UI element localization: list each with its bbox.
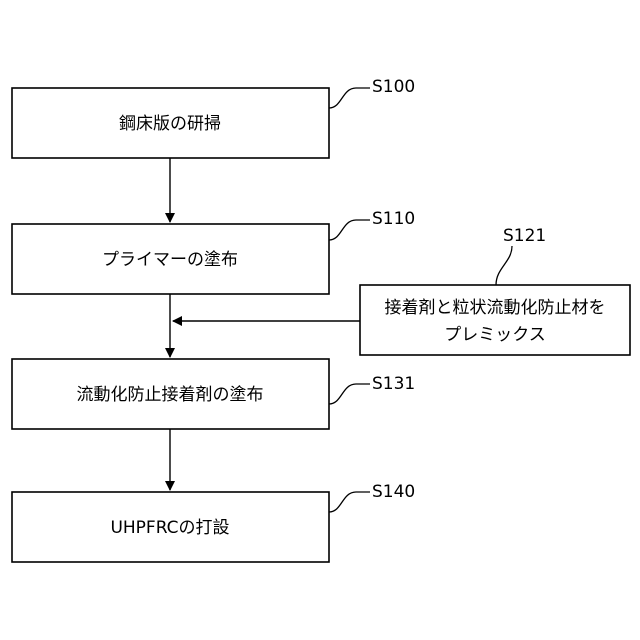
step-s100-text: 鋼床版の研掃	[119, 114, 221, 134]
step-s100-id: S100	[372, 77, 415, 97]
step-s110: プライマーの塗布 S110	[12, 209, 415, 294]
step-s121-id: S121	[503, 226, 546, 246]
step-s140-text: UHPFRCの打設	[110, 518, 229, 538]
step-s121-leader	[496, 246, 512, 285]
step-s110-text: プライマーの塗布	[102, 249, 238, 270]
step-s100: 鋼床版の研掃 S100	[12, 77, 415, 158]
step-s121-text-line2: プレミックス	[444, 325, 546, 345]
step-s100-leader	[329, 88, 370, 108]
step-s121-text-line1: 接着剤と粒状流動化防止材を	[385, 298, 606, 318]
step-s140: UHPFRCの打設 S140	[12, 482, 415, 562]
step-s121: 接着剤と粒状流動化防止材を プレミックス S121	[360, 226, 630, 355]
step-s140-id: S140	[372, 482, 415, 502]
step-s140-leader	[329, 492, 370, 512]
step-s131-id: S131	[372, 374, 415, 394]
step-s110-id: S110	[372, 209, 415, 229]
step-s131-leader	[329, 384, 370, 404]
step-s110-leader	[329, 220, 370, 240]
step-s131: 流動化防止接着剤の塗布 S131	[12, 359, 415, 429]
step-s131-text: 流動化防止接着剤の塗布	[77, 384, 264, 405]
